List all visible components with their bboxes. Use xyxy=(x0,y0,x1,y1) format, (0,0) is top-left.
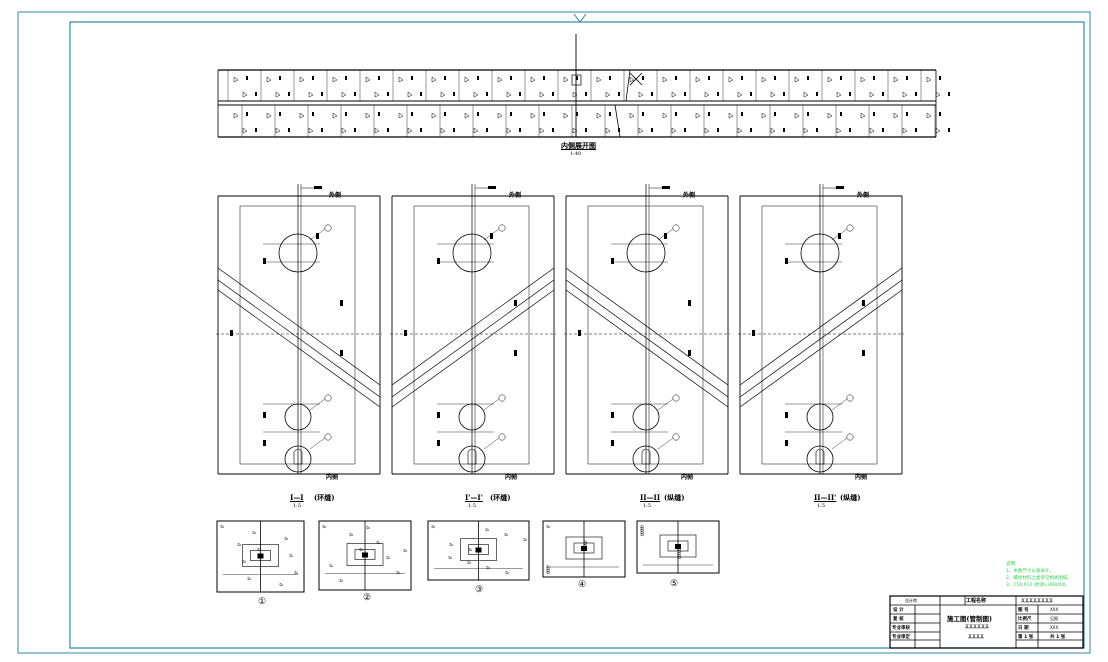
section-4-mark: II—II' xyxy=(814,493,837,502)
notes-line-2: 2、螺栓材料之类参见相关图纸。 xyxy=(1006,576,1072,581)
title-block-grid xyxy=(889,595,1084,649)
tb-right-val-4: 共 1 张 xyxy=(1050,635,1066,640)
section-1-outer: 外侧 xyxy=(329,192,342,199)
detail-1-drawing xyxy=(216,520,305,593)
section-4-inner: 内侧 xyxy=(855,474,868,481)
section-3-inner: 内侧 xyxy=(681,474,694,481)
tb-right-key-4: 第 1 张 xyxy=(1018,635,1034,640)
detail-5-label: ⑤ xyxy=(670,579,679,589)
section-4-scale: 1:5 xyxy=(817,503,826,509)
tb-right-key-1: 图 号 xyxy=(1018,608,1029,613)
notes-heading: 说明: xyxy=(1006,562,1017,567)
tb-drawing-title: 施工图(管制图) xyxy=(947,615,992,623)
section-2-scale: 1:5 xyxy=(468,503,477,509)
developed-view-marks xyxy=(227,70,950,137)
tb-project-value: 某某某某某某某某 xyxy=(1021,598,1053,603)
section-2-drawing xyxy=(390,184,556,475)
section-3-type: (纵缝) xyxy=(664,493,685,502)
developed-view-scale: 1:40 xyxy=(570,151,582,157)
section-3-drawing xyxy=(564,184,730,475)
section-1-inner: 内侧 xyxy=(326,474,339,481)
tb-right-key-2: 比例尺 xyxy=(1018,617,1032,622)
section-3-outer: 外侧 xyxy=(683,192,696,199)
tb-project-label: 工程名称 xyxy=(966,598,987,604)
section-1-scale: 1:5 xyxy=(293,503,302,509)
detail-3-label: ③ xyxy=(475,585,484,595)
inner-frame xyxy=(69,21,1085,649)
section-3-scale: 1:5 xyxy=(643,503,652,509)
detail-4-label: ④ xyxy=(578,580,587,590)
tb-left-row-1: 设 计 xyxy=(893,608,904,613)
section-2-type: (环缝) xyxy=(490,493,511,502)
detail-4-drawing xyxy=(542,520,626,578)
detail-2-drawing xyxy=(318,520,412,591)
tb-company: 设计院 xyxy=(905,598,917,603)
section-1-mark: I—I xyxy=(290,493,304,502)
detail-1-label: ① xyxy=(258,597,267,607)
notes-line-3: 3、C50,P12 (抗渗),HRB400。 xyxy=(1006,583,1071,588)
section-2-mark: I'—I' xyxy=(465,493,483,502)
notes-line-1: 1、本图尺寸以毫米计。 xyxy=(1006,569,1054,574)
tb-right-val-1: XXX xyxy=(1050,607,1059,612)
tb-left-row-2: 复 核 xyxy=(893,617,904,622)
section-4-drawing xyxy=(738,184,904,475)
section-1-drawing xyxy=(216,184,382,475)
section-4-outer: 外侧 xyxy=(857,192,870,199)
tb-left-row-4: 专业审定 xyxy=(892,635,910,640)
detail-2-label: ② xyxy=(363,593,372,603)
centering-mark xyxy=(573,13,587,23)
section-drawings xyxy=(216,184,904,475)
developed-view-title: 内侧展开图 xyxy=(561,141,596,150)
section-2-outer: 外侧 xyxy=(509,192,522,199)
outer-frame xyxy=(17,11,1091,654)
section-4-type: (纵缝) xyxy=(840,493,861,502)
tb-right-key-3: 日 期 xyxy=(1018,626,1029,631)
tb-sub-2: 某某某某 xyxy=(968,634,984,639)
detail-3-drawing xyxy=(427,520,530,581)
detail-drawings xyxy=(216,520,720,593)
section-1-type: (环缝) xyxy=(314,493,335,502)
section-3-mark: II—II xyxy=(640,493,661,502)
developed-view xyxy=(217,34,937,138)
tb-sub-1: 某某某某某某 xyxy=(965,624,989,629)
tb-right-val-3: XXX xyxy=(1050,625,1059,630)
section-2-inner: 内侧 xyxy=(505,474,518,481)
detail-5-drawing xyxy=(636,520,720,574)
tb-right-val-2: 见图 xyxy=(1050,616,1058,621)
tb-left-row-3: 专业审核 xyxy=(892,626,910,631)
